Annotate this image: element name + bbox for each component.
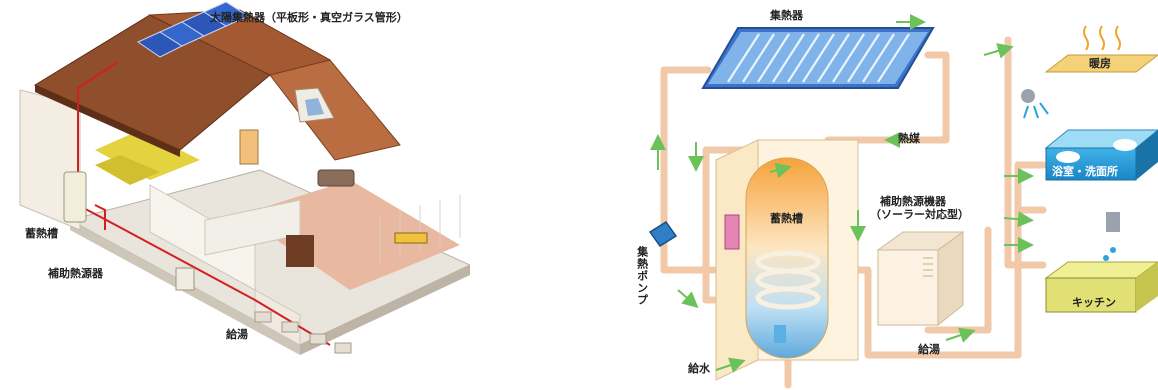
doorway <box>239 129 259 165</box>
house-collector-label: 太陽集熱器（平板形・真空ガラス管形） <box>210 11 408 24</box>
solar-panels <box>136 1 250 58</box>
collector-panel <box>701 27 935 89</box>
roof-hip <box>269 59 401 161</box>
roof-front-edge <box>35 85 180 157</box>
cabinet <box>286 235 314 267</box>
bath-label: 浴室・洗面所 <box>1052 165 1118 178</box>
heating-label: 暖房 <box>1089 57 1111 70</box>
hotwater-label: 給湯 <box>918 343 940 356</box>
medium-label: 熱媒 <box>898 132 920 145</box>
supply-label: 給水 <box>688 362 710 375</box>
house-illustration <box>19 1 470 355</box>
house-storage-label: 蓄熱槽 <box>25 227 58 240</box>
aux-label-2: （ソーラー対応型） <box>870 208 969 221</box>
bath-tile <box>1021 89 1158 181</box>
house-aux-label: 補助熱源器 <box>48 267 103 280</box>
floor-side <box>300 265 470 355</box>
storage-tank <box>715 139 859 381</box>
pump-label: 集熱ポンプ <box>635 246 649 306</box>
sofa <box>317 169 355 187</box>
tatami-room-2 <box>95 155 160 185</box>
collector-label: 集熱器 <box>770 9 803 22</box>
dining-table <box>394 232 428 244</box>
aux-label-1: 補助熱源機器 <box>880 195 946 208</box>
kitchen-label: キッチン <box>1072 296 1116 309</box>
heating-tile <box>1044 25 1158 73</box>
kitchen-tile <box>1044 212 1158 313</box>
pump <box>648 220 678 248</box>
fixtures <box>254 311 352 354</box>
tank-label: 蓄熱槽 <box>770 212 803 225</box>
tatami-room <box>95 130 200 180</box>
storage-tank-unit <box>63 171 87 223</box>
aux-heater <box>876 231 965 327</box>
flow-arrows <box>650 14 1034 373</box>
house-hotwater-label: 給湯 <box>226 328 248 341</box>
system-diagram <box>648 14 1158 389</box>
aux-heater-unit <box>175 267 195 291</box>
dormer-window <box>305 98 324 116</box>
